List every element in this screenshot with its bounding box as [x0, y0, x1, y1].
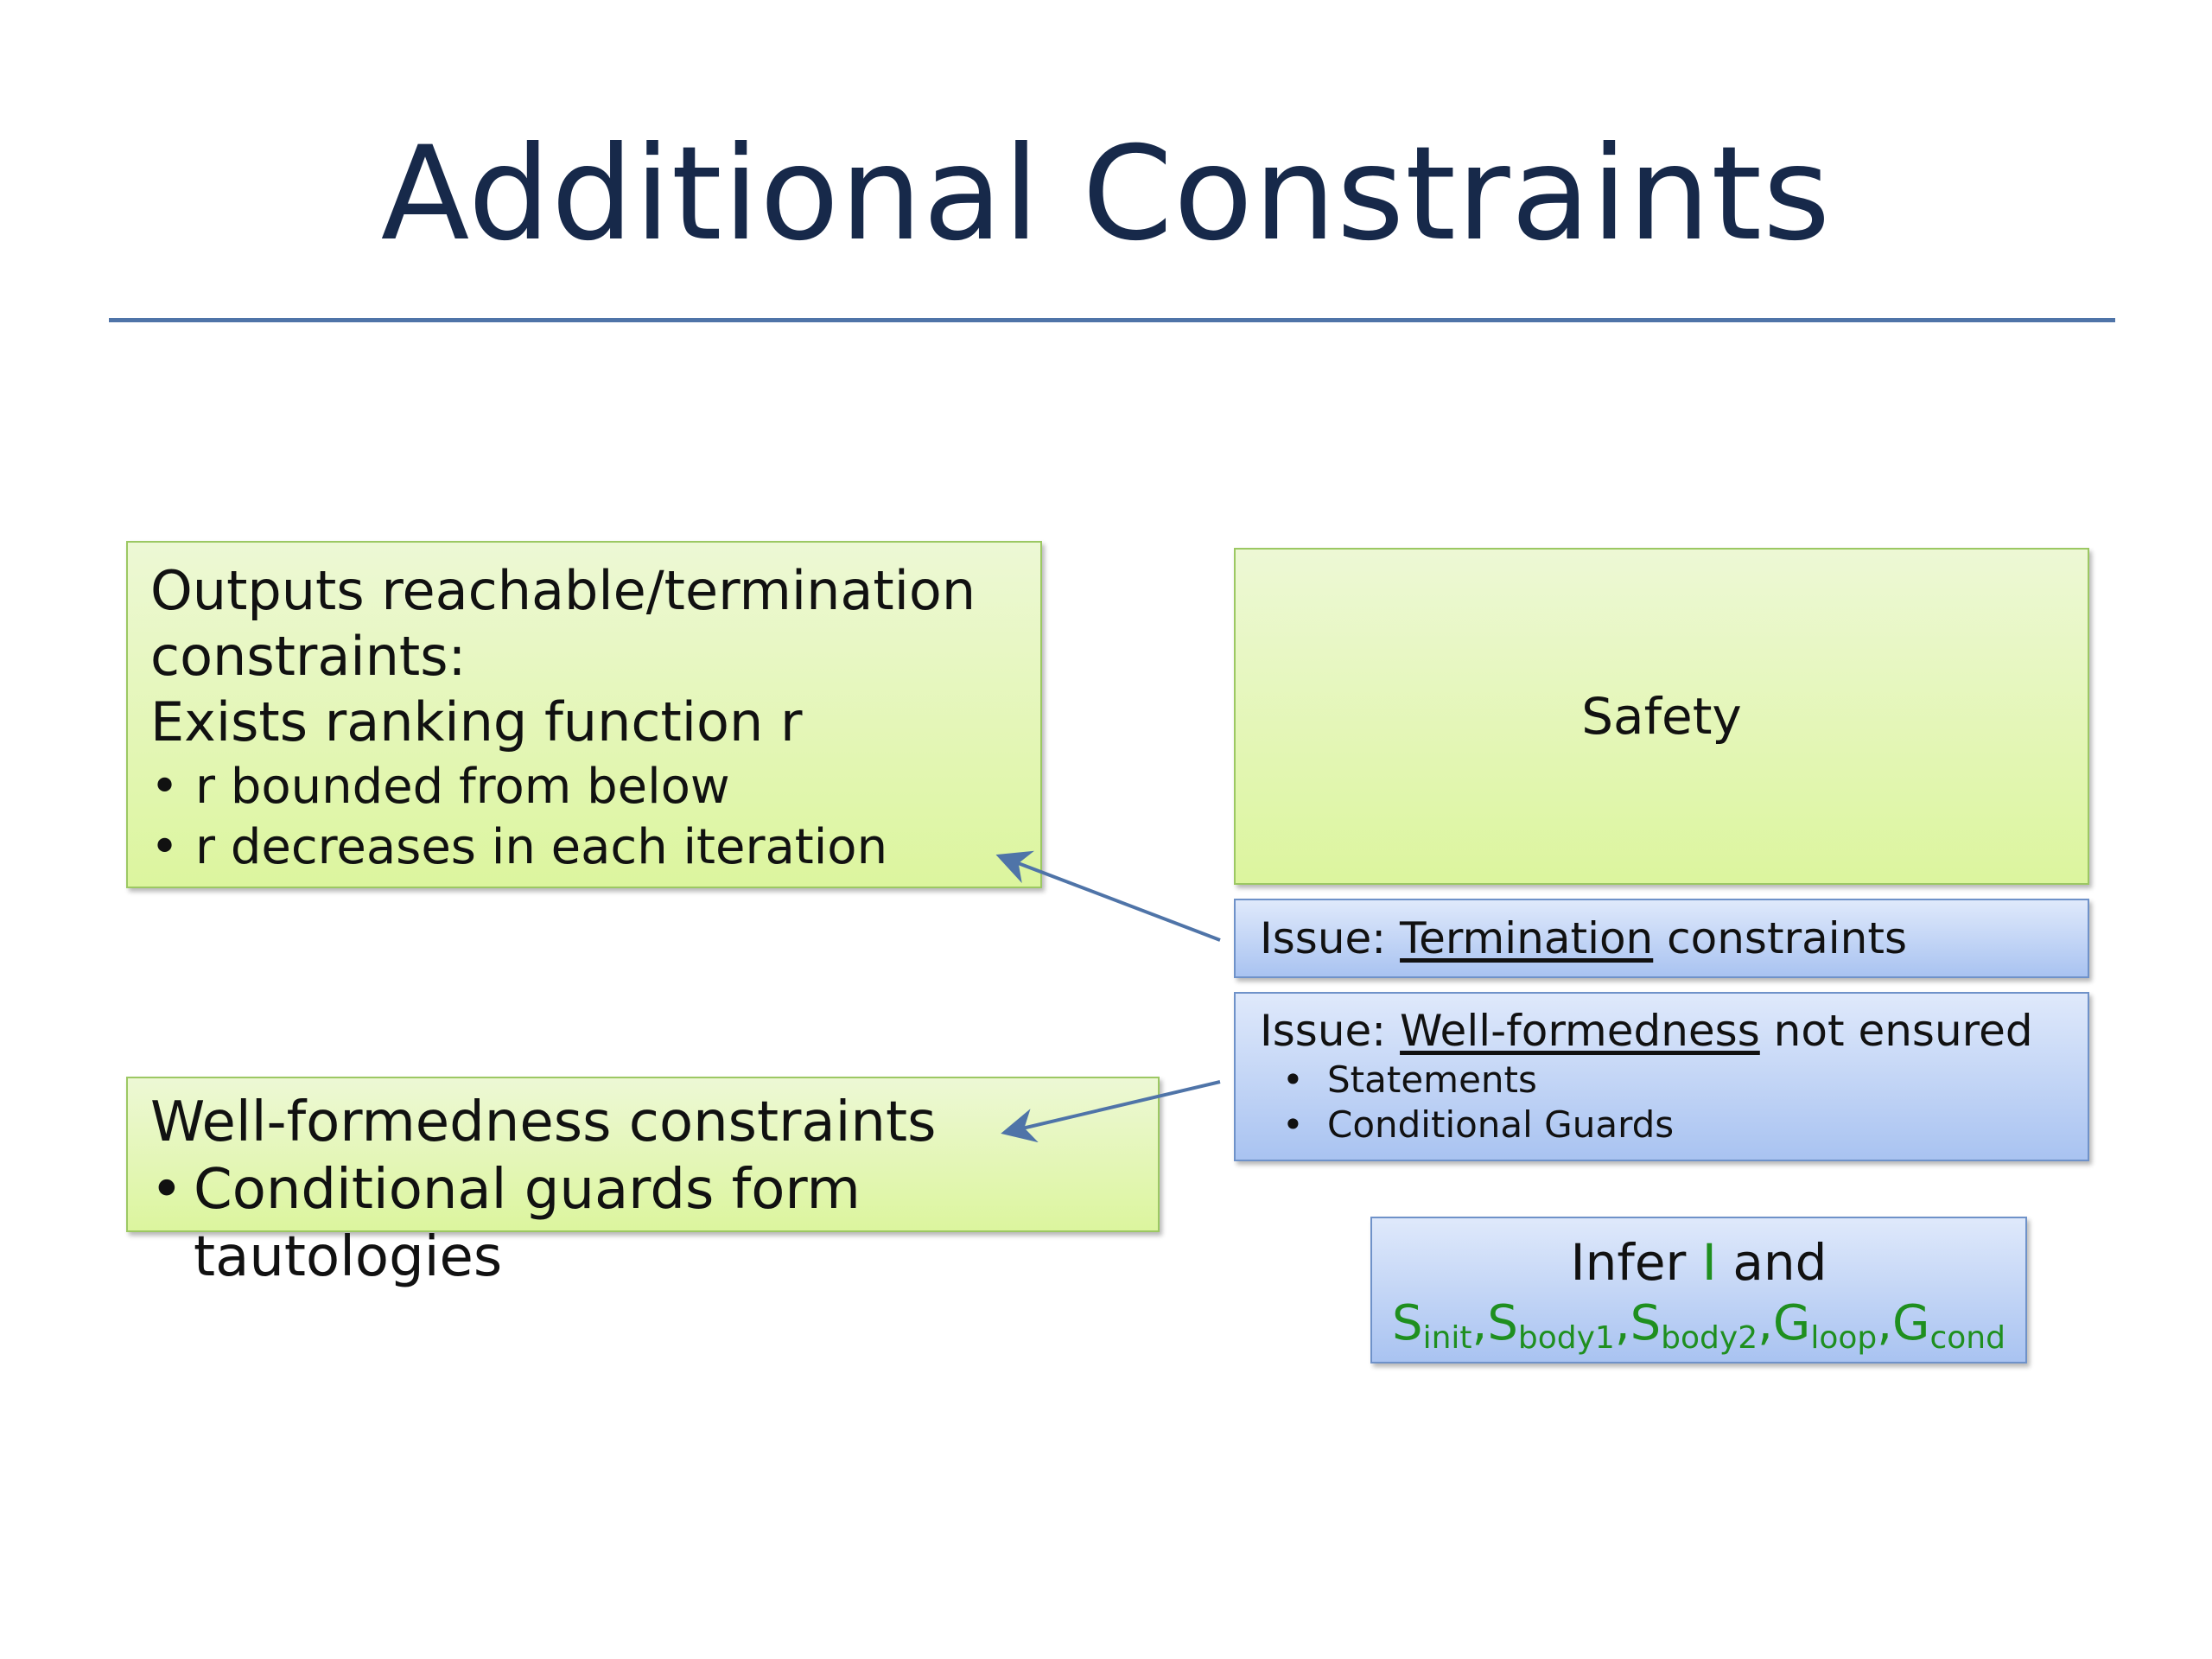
termination-constraints-box: Outputs reachable/termination constraint…	[126, 541, 1042, 888]
term-separator: ,	[1877, 1295, 1893, 1351]
slide-title: Additional Constraints	[380, 119, 1832, 270]
bullet-icon: •	[1282, 1103, 1304, 1146]
termination-line-2: constraints:	[150, 625, 467, 688]
infer-terms: Sinit,Sbody1,Sbody2,Gloop,Gcond	[1372, 1293, 2025, 1370]
term-base: G	[1772, 1295, 1811, 1351]
term-subscript: init	[1422, 1320, 1472, 1356]
list-item-text: r decreases in each iteration	[195, 819, 888, 875]
term-separator: ,	[1471, 1295, 1488, 1351]
infer-term: Sbody2	[1630, 1295, 1758, 1356]
issue-wellformedness-box: Issue: Well-formedness not ensured • Sta…	[1234, 992, 2089, 1161]
term-base: S	[1392, 1295, 1423, 1351]
term-subscript: cond	[1929, 1320, 2005, 1356]
infer-invariant: I	[1701, 1233, 1717, 1292]
termination-line-1: Outputs reachable/termination	[150, 559, 976, 622]
wellformedness-constraints-box: Well-formedness constraints • Conditiona…	[126, 1077, 1160, 1289]
term-separator: ,	[1758, 1295, 1773, 1351]
issue-suffix: not ensured	[1759, 1006, 2033, 1056]
safety-box: Safety	[1234, 548, 2089, 885]
infer-term: Sinit	[1392, 1295, 1471, 1356]
bullet-icon: •	[1282, 1058, 1304, 1101]
infer-heading: Infer I and	[1372, 1232, 2025, 1293]
wellformed-heading: Well-formedness constraints	[150, 1090, 937, 1154]
issue-suffix: constraints	[1653, 913, 1907, 963]
list-item: • Statements	[1260, 1058, 2088, 1103]
list-item: • Conditional guards form tautologies	[150, 1156, 1135, 1291]
infer-text-before: Infer	[1570, 1233, 1702, 1292]
term-subscript: loop	[1810, 1320, 1878, 1356]
term-base: G	[1892, 1295, 1930, 1351]
infer-term: Gcond	[1892, 1295, 2005, 1356]
infer-box: Infer I and Sinit,Sbody1,Sbody2,Gloop,Gc…	[1370, 1217, 2027, 1363]
termination-line-3: Exists ranking function r	[150, 690, 803, 753]
bullet-icon: •	[150, 819, 180, 875]
list-item: • Conditional Guards	[1260, 1103, 2088, 1147]
term-base: S	[1630, 1295, 1662, 1351]
safety-label: Safety	[1581, 687, 1742, 746]
term-separator: ,	[1614, 1295, 1630, 1351]
infer-text-after: and	[1716, 1233, 1827, 1292]
termination-bullet-list: • r bounded from below • r decreases in …	[150, 757, 1018, 878]
list-item: • r bounded from below	[150, 757, 1018, 817]
term-subscript: body2	[1661, 1320, 1758, 1356]
arrow-termination	[995, 850, 1221, 942]
term-subscript: body1	[1517, 1320, 1615, 1356]
bullet-icon: •	[150, 759, 180, 815]
issue-prefix: Issue:	[1260, 913, 1401, 963]
list-item-text: Conditional Guards	[1327, 1103, 1675, 1146]
infer-term: Sbody1	[1487, 1295, 1614, 1356]
title-underline	[109, 318, 2115, 322]
list-item: • r decreases in each iteration	[150, 817, 1018, 878]
bullet-icon: •	[150, 1158, 183, 1222]
arrow-wellformedness	[1001, 1080, 1221, 1143]
issue-underlined-term: Termination	[1400, 913, 1654, 963]
issue-prefix: Issue:	[1260, 1006, 1401, 1056]
issue-heading: Issue: Well-formedness not ensured	[1260, 1004, 2088, 1058]
issue-underlined-term: Well-formedness	[1400, 1006, 1760, 1056]
list-item-text: r bounded from below	[195, 759, 730, 815]
term-base: S	[1487, 1295, 1518, 1351]
issue-termination-box: Issue: Termination constraints	[1234, 899, 2089, 978]
infer-term: Gloop	[1772, 1295, 1877, 1356]
list-item-text: Conditional guards form tautologies	[194, 1158, 861, 1289]
list-item-text: Statements	[1327, 1058, 1537, 1101]
